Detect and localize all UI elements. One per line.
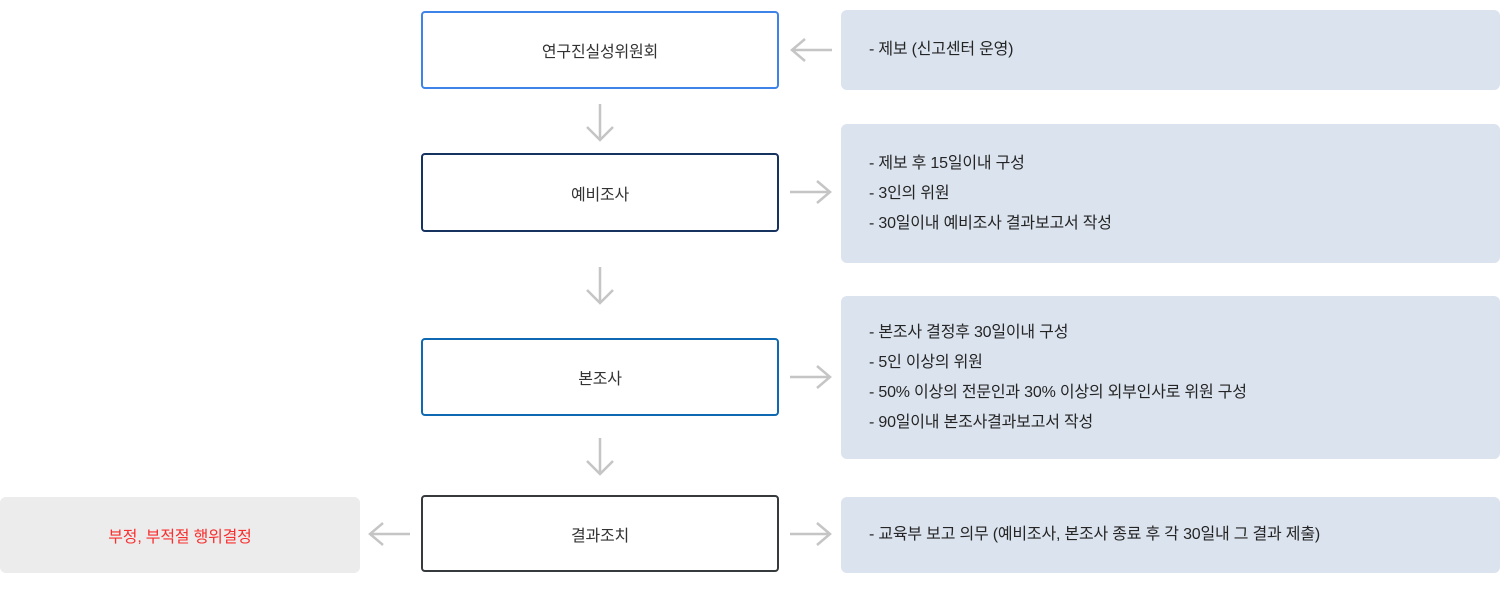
- detail-line: - 3인의 위원: [869, 184, 950, 202]
- detail-line: - 제보 후 15일이내 구성: [869, 154, 1025, 172]
- detail-line: - 5인 이상의 위원: [869, 353, 983, 371]
- detail-panel-preliminary: - 제보 후 15일이내 구성 - 3인의 위원 - 30일이내 예비조사 결과…: [841, 124, 1500, 263]
- flow-node-main-label: 본조사: [578, 371, 622, 388]
- detail-line: - 30일이내 예비조사 결과보고서 작성: [869, 214, 1112, 232]
- detail-line: - 50% 이상의 전문인과 30% 이상의 외부인사로 위원 구성: [869, 383, 1247, 401]
- detail-line: - 제보 (신고센터 운영): [869, 41, 1014, 58]
- flow-node-preliminary-investigation: 예비조사: [421, 153, 779, 232]
- arrow-left-icon: [788, 34, 834, 66]
- flow-node-result-action: 결과조치: [421, 495, 779, 572]
- detail-line: - 90일이내 본조사결과보고서 작성: [869, 413, 1094, 431]
- arrow-down-icon: [582, 102, 618, 144]
- detail-panel-main: - 본조사 결정후 30일이내 구성 - 5인 이상의 위원 - 50% 이상의…: [841, 296, 1500, 459]
- arrow-right-icon: [788, 518, 834, 550]
- arrow-down-icon: [582, 265, 618, 307]
- misconduct-decision-label: 부정, 부적절 행위결정: [108, 529, 252, 546]
- misconduct-decision-box: 부정, 부적절 행위결정: [0, 497, 360, 573]
- arrow-down-icon: [582, 436, 618, 478]
- flow-node-result-label: 결과조치: [570, 527, 630, 545]
- flow-node-main-investigation: 본조사: [421, 338, 779, 416]
- flow-node-preliminary-label: 예비조사: [570, 186, 630, 204]
- arrow-right-icon: [788, 361, 834, 393]
- detail-panel-report-duty: - 교육부 보고 의무 (예비조사, 본조사 종료 후 각 30일내 그 결과 …: [841, 497, 1500, 573]
- flow-node-committee-label: 연구진실성위원회: [541, 44, 659, 61]
- flow-node-committee: 연구진실성위원회: [421, 11, 779, 89]
- arrow-left-icon: [366, 518, 412, 550]
- arrow-right-icon: [788, 176, 834, 208]
- detail-line: - 본조사 결정후 30일이내 구성: [869, 323, 1069, 341]
- detail-line: - 교육부 보고 의무 (예비조사, 본조사 종료 후 각 30일내 그 결과 …: [869, 526, 1320, 543]
- detail-panel-report: - 제보 (신고센터 운영): [841, 10, 1500, 90]
